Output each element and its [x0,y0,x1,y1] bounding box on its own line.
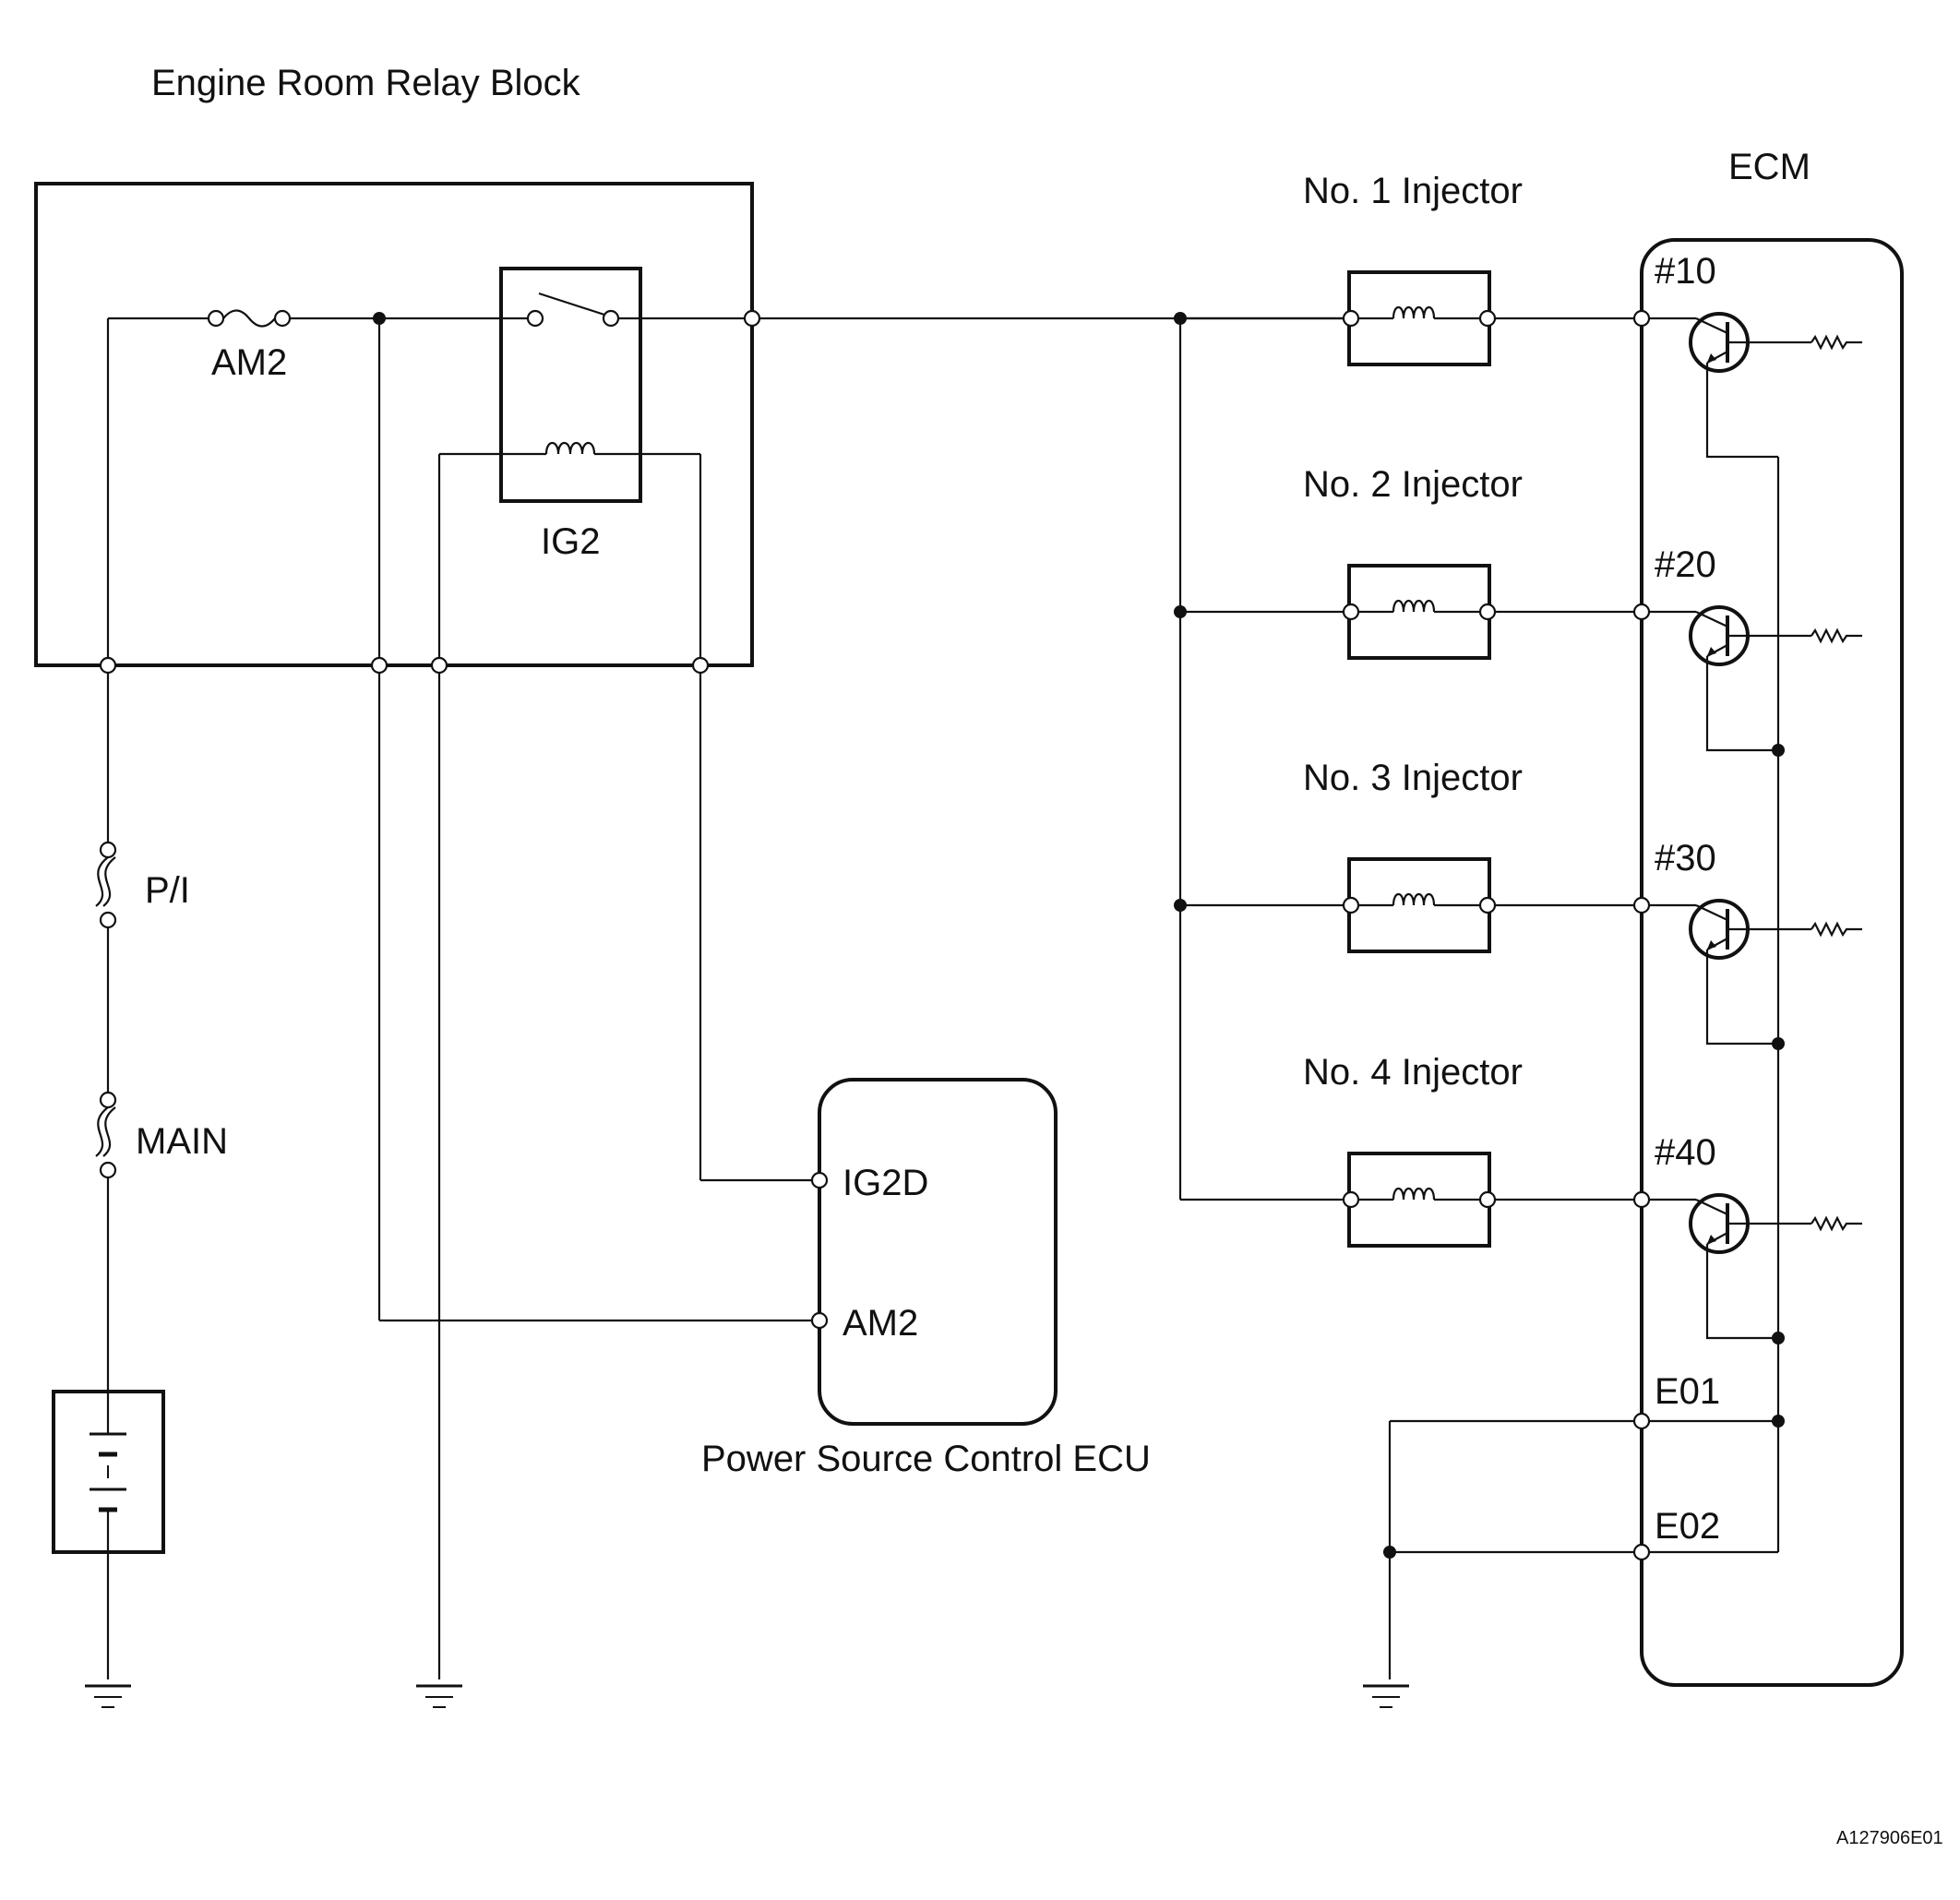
injector-row: No. 1 Injector #10 [1180,171,1862,459]
e01-terminal-label: E01 [1655,1371,1720,1412]
injector-row: No. 4 Injector #40 [1180,1052,1862,1344]
pi-fusible-link [95,841,117,929]
power-ecu-label: Power Source Control ECU [701,1439,1151,1479]
figure-code: A127906E01 [1836,1828,1943,1848]
ground-icon [1363,1684,1409,1708]
ecm-terminal-label: #10 [1655,251,1716,292]
am2-fuse [207,309,292,328]
main-fuse-label: MAIN [136,1121,228,1162]
injector-name: No. 4 Injector [1303,1052,1523,1093]
ecu-ig2d-label: IG2D [843,1163,928,1203]
ig2-relay-label: IG2 [541,521,600,562]
ground-icon [416,1684,462,1708]
ig2-relay [439,267,700,503]
ecm-box [1640,238,1904,1687]
ecu-am2-label: AM2 [843,1303,918,1344]
relay-block-label: Engine Room Relay Block [151,63,581,103]
relay-block-frame [34,182,754,667]
battery-icon [52,1390,165,1554]
ecm-terminal-label: #30 [1655,838,1716,878]
am2-fuse-label: AM2 [211,342,287,383]
ecm-label: ECM [1728,147,1811,187]
injector-name: No. 1 Injector [1303,171,1523,211]
ecm-terminal-label: #20 [1655,544,1716,585]
power-source-control-ecu [818,1078,1058,1426]
injector-name: No. 3 Injector [1303,758,1523,798]
ground-icon [85,1684,131,1708]
injector-row: No. 3 Injector #30 [1174,758,1862,1050]
ecm-terminal-label: #40 [1655,1132,1716,1173]
injector-row: No. 2 Injector #20 [1174,464,1862,757]
main-fusible-link [95,1091,117,1179]
injector-name: No. 2 Injector [1303,464,1523,505]
pi-fuse-label: P/I [145,870,190,911]
e02-terminal-label: E02 [1655,1506,1720,1547]
